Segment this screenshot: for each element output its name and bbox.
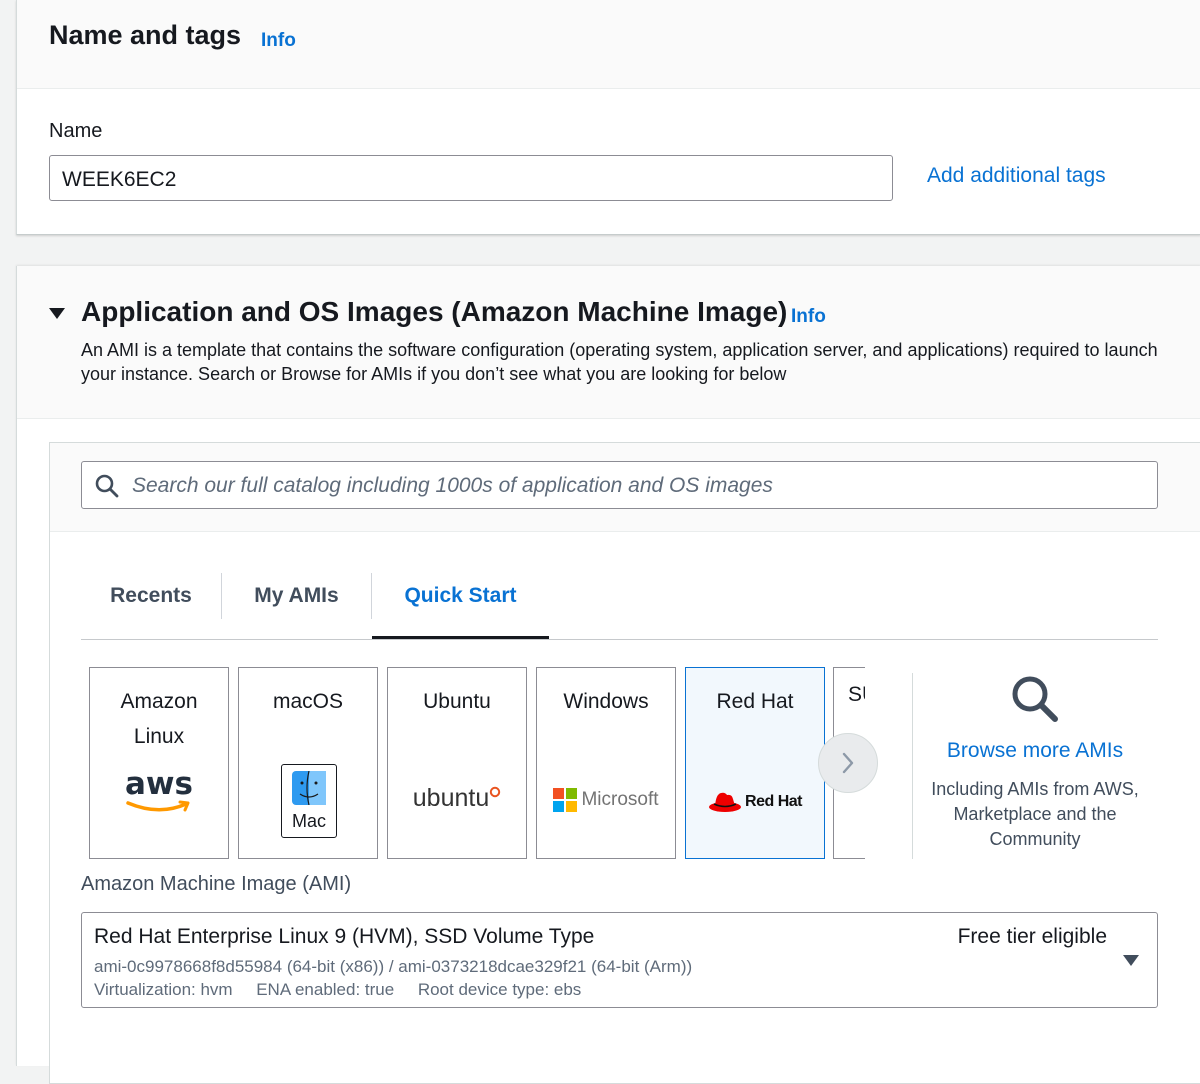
name-and-tags-panel: Name and tags Info Name WEEK6EC2 Add add… xyxy=(16,0,1200,235)
search-placeholder: Search our full catalog including 1000s … xyxy=(132,474,773,497)
tab-divider xyxy=(371,573,372,619)
tab-quick-start[interactable]: Quick Start xyxy=(404,584,517,607)
ami-panel-header: Application and OS Images (Amazon Machin… xyxy=(17,266,1200,419)
name-and-tags-info-link[interactable]: Info xyxy=(261,30,296,51)
tile-label: Windows xyxy=(563,690,649,713)
ami-virtualization: Virtualization: hvm xyxy=(94,980,233,999)
collapse-caret-icon[interactable] xyxy=(49,308,65,319)
ami-panel: Application and OS Images (Amazon Machin… xyxy=(16,266,1200,1084)
tile-windows[interactable]: Windows Microsoft xyxy=(536,667,676,859)
browse-more-amis-description: Including AMIs from AWS, Marketplace and… xyxy=(931,779,1139,849)
chevron-right-icon xyxy=(842,752,854,774)
tile-label: macOS xyxy=(272,690,343,713)
ami-info-link[interactable]: Info xyxy=(791,306,826,327)
tile-macos[interactable]: macOS Mac xyxy=(238,667,378,859)
ami-meta: Virtualization: hvm ENA enabled: true Ro… xyxy=(94,980,581,1000)
ami-tabs: Recents My AMIs Quick Start xyxy=(81,573,1158,640)
ami-root-device: Root device type: ebs xyxy=(417,980,582,999)
mac-finder-icon: Mac xyxy=(281,764,337,838)
free-tier-badge: Free tier eligible xyxy=(957,925,1107,948)
tab-my-amis[interactable]: My AMIs xyxy=(254,584,339,607)
ubuntu-logo-icon: ubuntu xyxy=(388,784,526,813)
tile-red-hat[interactable]: Red Hat Red Hat xyxy=(685,667,825,859)
ami-ids: ami-0c9978668f8d55984 (64-bit (x86)) / a… xyxy=(94,957,693,976)
carousel-next-button[interactable] xyxy=(818,733,878,793)
tile-ubuntu[interactable]: Ubuntu ubuntu xyxy=(387,667,527,859)
vertical-divider xyxy=(912,673,913,859)
tile-label: SU xyxy=(848,683,865,706)
search-band: Search our full catalog including 1000s … xyxy=(50,443,1200,532)
ami-panel-title: Application and OS Images (Amazon Machin… xyxy=(81,296,788,327)
search-icon xyxy=(1012,676,1058,722)
browse-more-amis: Browse more AMIs Including AMIs from AWS… xyxy=(930,673,1140,852)
tab-divider xyxy=(221,573,222,619)
ami-ena: ENA enabled: true xyxy=(256,980,395,999)
add-additional-tags-link[interactable]: Add additional tags xyxy=(927,164,1106,187)
tile-label: Red Hat xyxy=(716,690,794,713)
name-field-label: Name xyxy=(49,120,103,142)
ami-selector: Search our full catalog including 1000s … xyxy=(49,442,1200,1084)
redhat-logo-icon: Red Hat xyxy=(686,790,824,814)
tile-label: Ubuntu xyxy=(423,690,491,713)
ami-search-input[interactable]: Search our full catalog including 1000s … xyxy=(81,461,1158,509)
tile-label: Amazon Linux xyxy=(120,690,198,748)
tile-amazon-linux[interactable]: Amazon Linux aws xyxy=(89,667,229,859)
name-input[interactable]: WEEK6EC2 xyxy=(49,155,893,201)
search-icon xyxy=(95,474,119,498)
microsoft-logo-icon: Microsoft xyxy=(537,788,675,812)
active-tab-indicator xyxy=(372,636,549,639)
name-and-tags-header: Name and tags Info xyxy=(17,0,1200,89)
aws-logo-icon: aws xyxy=(90,768,228,814)
ami-select[interactable]: Red Hat Enterprise Linux 9 (HVM), SSD Vo… xyxy=(81,912,1158,1008)
tab-recents[interactable]: Recents xyxy=(110,584,192,607)
dropdown-caret-icon xyxy=(1123,955,1139,966)
ami-field-label: Amazon Machine Image (AMI) xyxy=(81,873,352,895)
ami-name: Red Hat Enterprise Linux 9 (HVM), SSD Vo… xyxy=(94,925,595,948)
ami-description: An AMI is a template that contains the s… xyxy=(81,340,1158,384)
name-and-tags-title: Name and tags xyxy=(49,20,242,50)
browse-more-amis-link[interactable]: Browse more AMIs xyxy=(946,739,1124,762)
